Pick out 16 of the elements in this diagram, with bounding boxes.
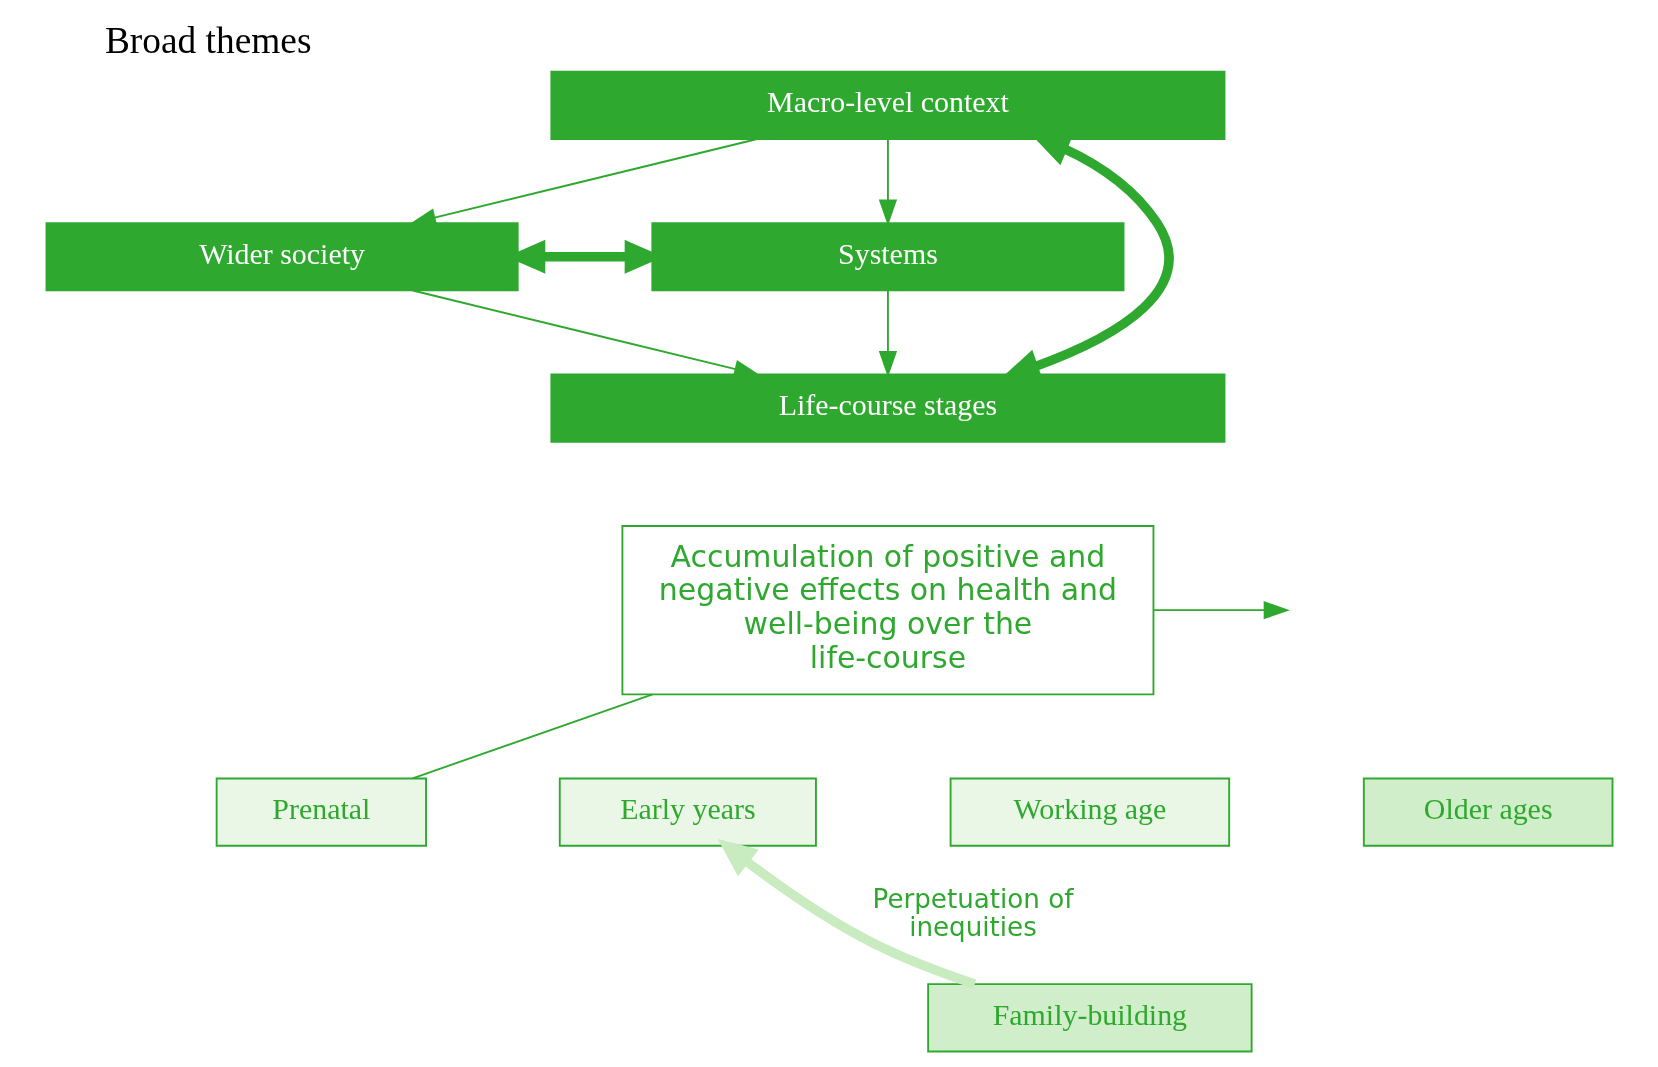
edge-label: Perpetuation of inequities [872, 883, 1073, 942]
node-box: Family-building [926, 983, 1253, 1053]
node-box: Prenatal [215, 777, 427, 847]
node-box: Older ages [1362, 777, 1613, 847]
connector [411, 693, 653, 780]
arrow [878, 138, 897, 226]
node-box: Life-course stages [549, 373, 1225, 443]
arrow [1152, 601, 1290, 620]
node-box: Early years [558, 777, 817, 847]
diagram-title: Broad themes [104, 19, 312, 61]
node-box: Macro-level context [549, 70, 1225, 140]
node-box: Accumulation of positive and negative effects on health and well-being over the life-course [620, 525, 1154, 696]
arrow [717, 839, 976, 989]
node-box: Systems [650, 222, 1124, 292]
node-box: Wider society [45, 222, 519, 292]
node-box: Working age [949, 777, 1230, 847]
